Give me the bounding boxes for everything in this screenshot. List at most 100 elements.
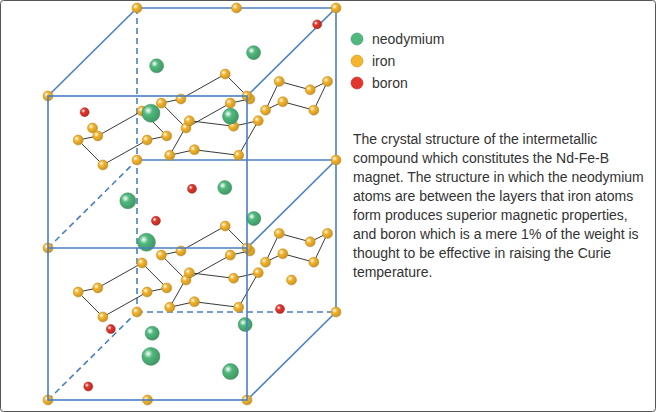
legend-swatch-box [350, 54, 364, 68]
cell-edge [48, 96, 247, 400]
atom [234, 150, 244, 160]
atom [132, 155, 142, 165]
atom [120, 193, 136, 209]
legend-swatch [351, 77, 363, 89]
iron-net [266, 81, 328, 110]
atom [84, 382, 93, 391]
atom [189, 145, 199, 155]
cell-edge [247, 160, 336, 248]
atom [253, 116, 263, 126]
atom [142, 347, 160, 365]
atom [305, 85, 315, 95]
atom [274, 228, 284, 238]
atom [189, 297, 199, 307]
legend: neodymium iron boron [350, 28, 444, 94]
caption-text: The crystal structure of the intermetall… [353, 130, 645, 282]
atom [261, 257, 271, 267]
atom [73, 135, 83, 145]
atoms [43, 3, 341, 405]
atom [165, 150, 175, 160]
atom [229, 273, 239, 283]
legend-swatch [351, 55, 363, 67]
atom [313, 20, 322, 29]
atom [142, 135, 152, 145]
atom [331, 307, 341, 317]
atom [188, 184, 197, 193]
atom [225, 250, 235, 260]
atom [132, 3, 142, 13]
atom [323, 228, 333, 238]
iron-net [170, 121, 259, 156]
atom [331, 3, 341, 13]
legend-item: iron [350, 50, 444, 72]
iron-net [170, 273, 259, 308]
atom [142, 287, 152, 297]
atom [220, 221, 230, 231]
atom [184, 268, 194, 278]
atom [331, 155, 341, 165]
atom [253, 268, 263, 278]
atom [73, 287, 83, 297]
legend-item: neodymium [350, 28, 444, 50]
atom [276, 305, 285, 314]
iron-net [266, 233, 328, 262]
legend-item: boron [350, 72, 444, 94]
cell-edge [48, 8, 137, 96]
cell-edge [48, 247, 247, 249]
atom [225, 98, 235, 108]
cell-edge [48, 312, 137, 400]
legend-label: boron [372, 75, 408, 91]
cell-edge [48, 160, 137, 248]
atom [165, 302, 175, 312]
atom [309, 257, 319, 267]
atom [247, 46, 261, 60]
atom [220, 69, 230, 79]
atom [98, 160, 108, 170]
atom [142, 104, 160, 122]
atom [151, 216, 160, 225]
atom [132, 307, 142, 317]
legend-swatch-box [350, 32, 364, 46]
atom [278, 249, 288, 259]
cell-edge [247, 312, 336, 400]
atom [93, 283, 103, 293]
atom [106, 325, 115, 334]
atom [278, 97, 288, 107]
legend-label: iron [372, 53, 395, 69]
atom [247, 212, 261, 226]
unit-cell [48, 8, 336, 400]
cell-edge [247, 8, 336, 96]
atom [234, 302, 244, 312]
iron-net [161, 74, 250, 128]
iron-layers [78, 74, 327, 317]
unit-cell-front [48, 96, 247, 400]
atom [309, 105, 319, 115]
iron-net [161, 226, 250, 280]
atom [156, 98, 166, 108]
iron-net [78, 263, 167, 317]
atom [305, 237, 315, 247]
atom [274, 76, 284, 86]
atom [156, 250, 166, 260]
atom [287, 275, 297, 285]
atom [162, 283, 172, 293]
atom [98, 312, 108, 322]
atom [261, 105, 271, 115]
legend-swatch [351, 33, 363, 45]
atom [223, 364, 239, 380]
atom [238, 318, 252, 332]
legend-label: neodymium [372, 31, 444, 47]
atom [184, 116, 194, 126]
atom [218, 181, 232, 195]
atom [232, 3, 242, 13]
atom [223, 108, 239, 124]
atom [323, 76, 333, 86]
legend-swatch-box [350, 76, 364, 90]
atom [93, 131, 103, 141]
atom [150, 59, 164, 73]
atom [162, 131, 172, 141]
atom [137, 258, 147, 268]
